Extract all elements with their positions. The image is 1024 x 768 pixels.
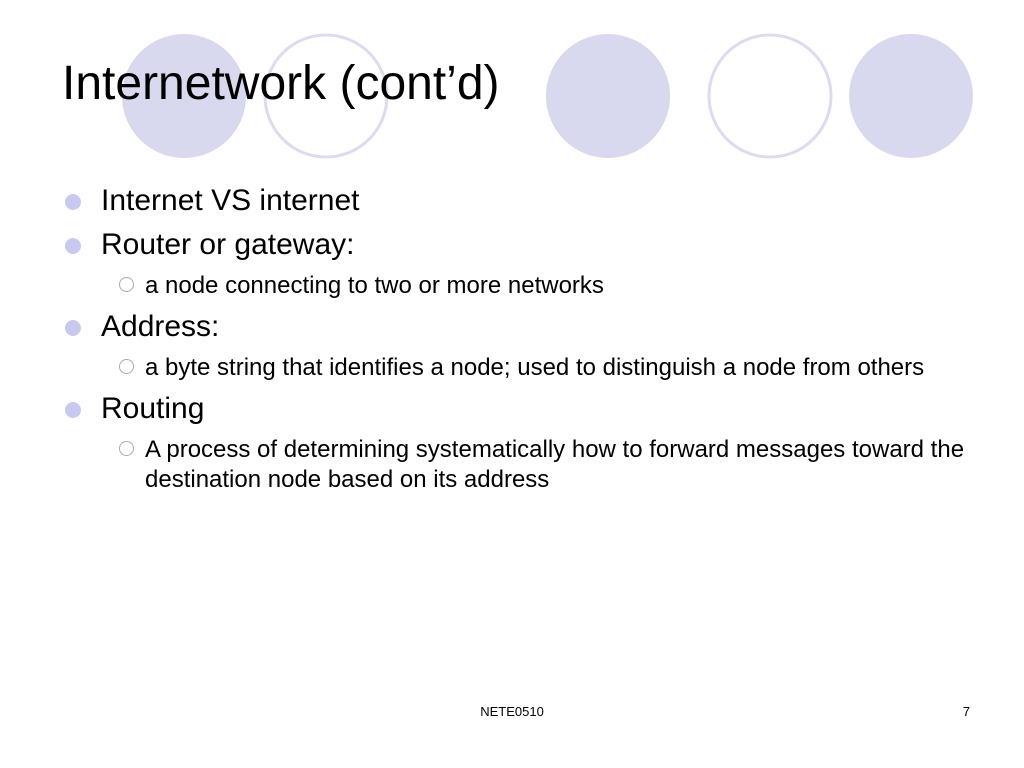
filled-circle-bullet-icon <box>65 194 81 210</box>
decor-circle-filled-3 <box>849 34 973 158</box>
sub-bullet-item: A process of determining systematically … <box>118 435 984 495</box>
bullet-item: Router or gateway: <box>64 227 984 263</box>
bullet-text: Internet VS internet <box>101 184 360 217</box>
hollow-circle-bullet-icon <box>119 441 134 456</box>
sub-bullet-text: a byte string that identifies a node; us… <box>145 354 925 381</box>
filled-circle-bullet-icon <box>65 320 81 336</box>
sub-bullet-item: a node connecting to two or more network… <box>118 271 984 301</box>
decor-circle-filled-2 <box>546 34 670 158</box>
hollow-circle-bullet-icon <box>119 277 134 292</box>
sub-bullet-text: A process of determining systematically … <box>145 436 965 493</box>
footer-course-code: NETE0510 <box>480 704 544 719</box>
sub-bullet-item: a byte string that identifies a node; us… <box>118 353 984 383</box>
bullet-text: Router or gateway: <box>101 228 355 261</box>
bullet-item: Routing <box>64 391 984 427</box>
bullet-list: Internet VS internet Router or gateway: … <box>64 183 984 503</box>
filled-circle-bullet-icon <box>65 238 81 254</box>
bullet-text: Routing <box>101 392 205 425</box>
footer-page-number: 7 <box>962 704 970 719</box>
decor-circle-outline-1 <box>263 33 389 159</box>
decor-circle-outline-2 <box>707 33 833 159</box>
slide-title: Internetwork (cont’d) <box>62 57 500 110</box>
filled-circle-bullet-icon <box>65 402 81 418</box>
bullet-item: Address: <box>64 309 984 345</box>
bullet-item: Internet VS internet <box>64 183 984 219</box>
decorative-circles <box>122 33 973 159</box>
decor-circle-filled-1 <box>122 34 246 158</box>
sub-bullet-text: a node connecting to two or more network… <box>145 272 604 299</box>
hollow-circle-bullet-icon <box>119 359 134 374</box>
bullet-text: Address: <box>101 310 220 343</box>
